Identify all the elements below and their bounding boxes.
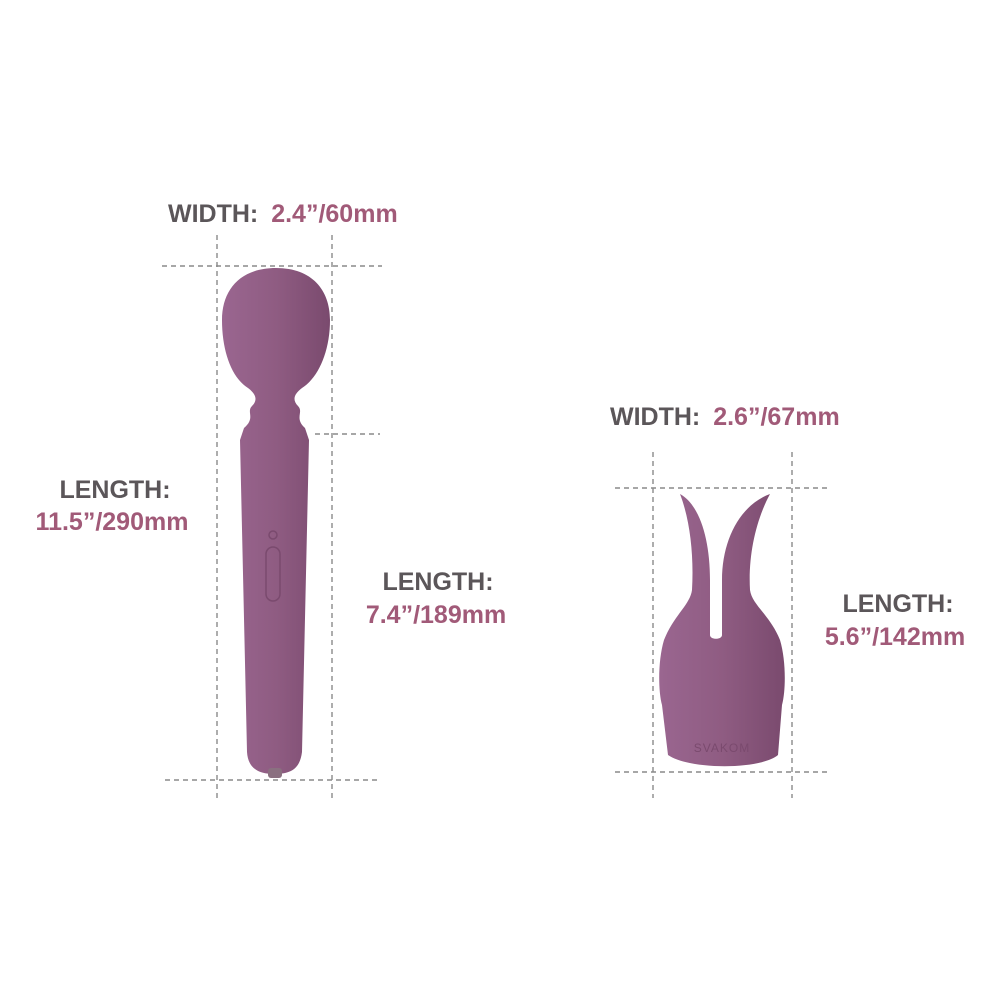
- attachment-length-label: LENGTH:: [842, 590, 953, 618]
- wand-width-value: 2.4”/60mm: [271, 200, 397, 228]
- attachment-width-label: WIDTH:: [610, 403, 700, 431]
- charging-port: [268, 768, 282, 778]
- wand-vibrator-image: [222, 268, 330, 778]
- wand-width-text: WIDTH: 2.4”/60mm: [168, 200, 398, 228]
- attachment-width-value: 2.6”/67mm: [713, 403, 839, 431]
- handle-length-value: 7.4”/189mm: [366, 601, 506, 629]
- power-button: [265, 546, 281, 602]
- attachment-width-text: WIDTH: 2.6”/67mm: [610, 403, 840, 431]
- svakom-logo: SVAKOM: [694, 741, 750, 755]
- attachment-length-value: 5.6”/142mm: [825, 623, 965, 651]
- attachment-image: SVAKOM: [659, 494, 785, 767]
- indicator-light: [268, 530, 278, 540]
- handle-length-label: LENGTH:: [382, 568, 493, 596]
- wand-width-label: WIDTH:: [168, 200, 258, 228]
- attachment-guides: [615, 452, 828, 798]
- wand-guides: [162, 235, 382, 798]
- wand-length-label: LENGTH:: [59, 476, 170, 504]
- wand-length-value: 11.5”/290mm: [36, 508, 189, 536]
